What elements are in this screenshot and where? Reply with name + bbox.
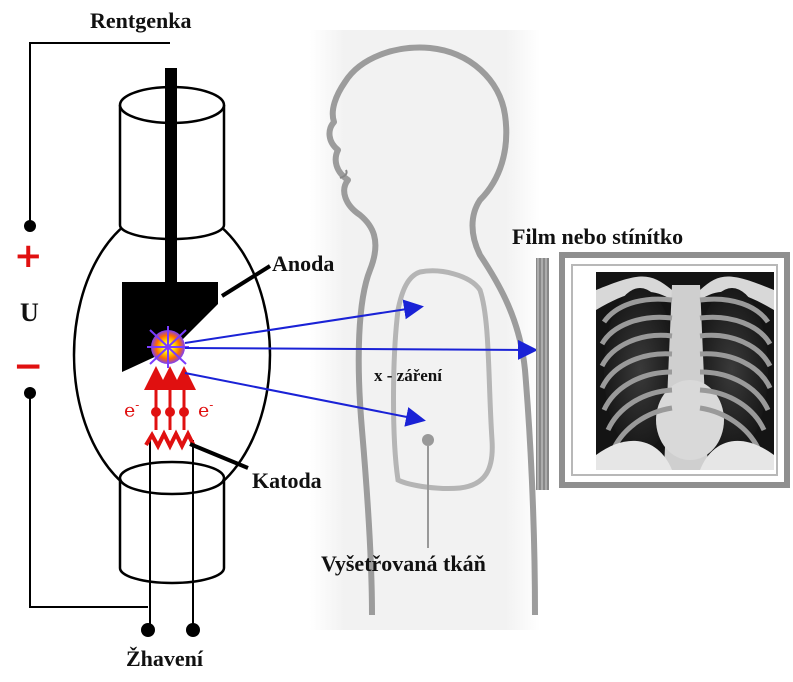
film-label: Film nebo stínítko: [512, 224, 683, 250]
anode-rod: [165, 68, 177, 283]
electron-beams: [156, 372, 184, 430]
electron-label-left: e-: [124, 398, 139, 421]
tissue-marker: [422, 434, 434, 446]
tube-bottom-neck: [120, 462, 224, 583]
positive-terminal: [24, 220, 36, 232]
chest-radiograph: [596, 272, 774, 470]
anode-pointer: [222, 266, 270, 296]
impact-spikes: [147, 326, 189, 368]
radiation-label: x - záření: [374, 366, 442, 386]
heating-terminal-left: [141, 623, 155, 637]
tube-label: Rentgenka: [90, 8, 191, 34]
tissue-label: Vyšetřovaná tkáň: [321, 551, 486, 577]
minus-sign: −: [13, 346, 43, 387]
anode-label: Anoda: [272, 251, 334, 277]
heating-label: Žhavení: [126, 646, 203, 672]
electron-dots: [151, 407, 189, 417]
electron-label-right: e-: [198, 398, 213, 421]
negative-terminal: [24, 387, 36, 399]
voltage-label: U: [20, 298, 39, 328]
heating-terminal-right: [186, 623, 200, 637]
cathode-label: Katoda: [252, 468, 322, 494]
cathode-filament: [146, 434, 194, 446]
plus-sign: +: [14, 236, 43, 276]
